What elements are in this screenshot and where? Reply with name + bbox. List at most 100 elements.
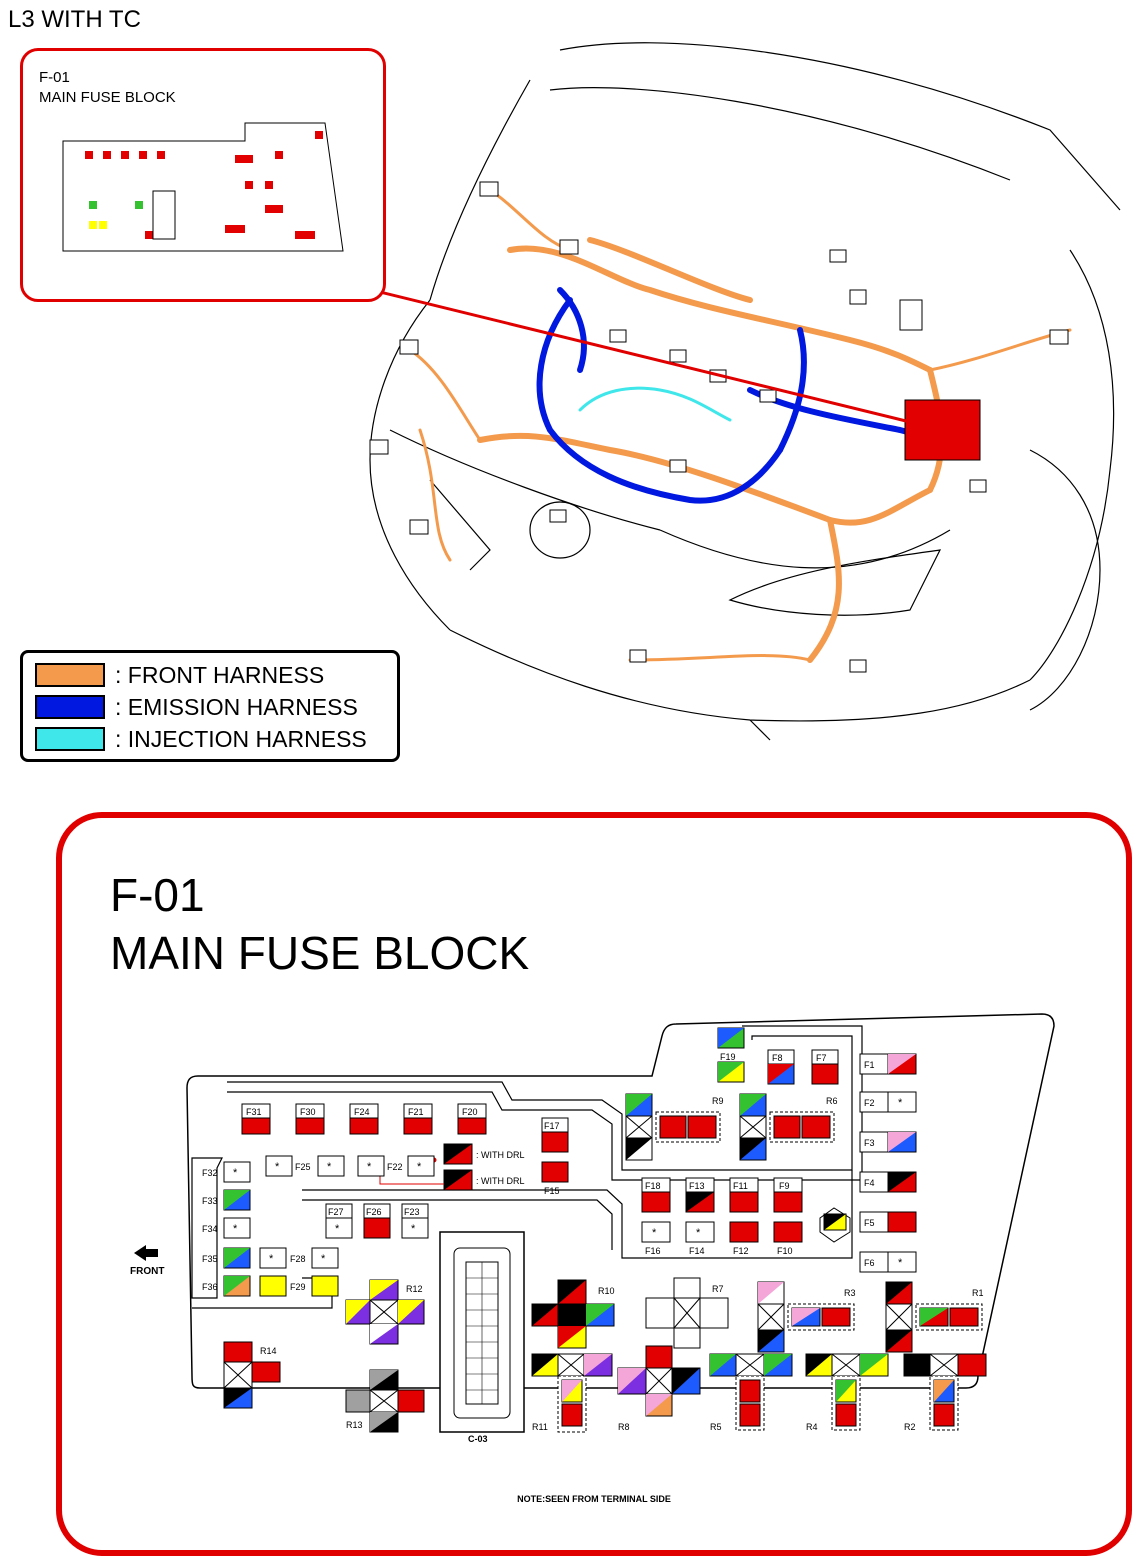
fuse-f27-label: F27 (328, 1207, 344, 1217)
main-fuse-block-detail-panel: F-01 MAIN FUSE BLOCK FRONT F31 F30 (56, 812, 1132, 1556)
fuse-f14-label: F14 (689, 1246, 705, 1256)
fuse-f10-label: F10 (777, 1246, 793, 1256)
top-fuse-row: F31 F30 F24 F21 F20 (241, 1103, 487, 1135)
middle-fuse-grid: F18 F13 F11 F9 *F16 *F14 F12 F10 (641, 1177, 851, 1256)
relay-r1: R1 (885, 1281, 984, 1353)
svg-text:*: * (411, 1223, 416, 1235)
fuse-f31-label: F31 (246, 1107, 262, 1117)
fuse-f22-label: F22 (387, 1162, 403, 1172)
fuse-f15-label: F15 (544, 1186, 560, 1196)
relay-r7-label: R7 (712, 1284, 724, 1294)
legend-swatch-injection (35, 727, 105, 751)
mid-left-fuse-row: * F25 * * F22 * (265, 1155, 435, 1177)
fuse-f32-label: F32 (202, 1168, 218, 1178)
fuse-f26-label: F26 (366, 1207, 382, 1217)
detail-code: F-01 (110, 869, 205, 921)
svg-text:*: * (898, 1097, 903, 1109)
relay-r10-label: R10 (598, 1286, 615, 1296)
fuse-f6-label: F6 (864, 1258, 875, 1268)
fuse-f35-label: F35 (202, 1254, 218, 1264)
relay-r2: R2 (903, 1353, 987, 1432)
detail-title: MAIN FUSE BLOCK (110, 927, 530, 979)
legend-item-front: : FRONT HARNESS (35, 661, 324, 689)
with-drl-label-2: : WITH DRL (476, 1176, 525, 1186)
fuse-f30-label: F30 (300, 1107, 316, 1117)
fuse-f25-label: F25 (295, 1162, 311, 1172)
front-arrow-icon (134, 1245, 158, 1261)
lower-fuse-row: F27 * F26 F23 * (325, 1203, 429, 1239)
relay-r8: R8 (617, 1345, 701, 1432)
relay-r9-label: R9 (712, 1096, 724, 1106)
fuse-block-outline (186, 1013, 1055, 1389)
harness-legend: : FRONT HARNESS : EMISSION HARNESS : INJ… (20, 650, 400, 762)
fuse-f13-label: F13 (689, 1181, 705, 1191)
relay-r9: R9 (625, 1093, 724, 1161)
connector-c03: C-03 (439, 1231, 525, 1444)
relay-r1-label: R1 (972, 1288, 984, 1298)
legend-item-emission: : EMISSION HARNESS (35, 693, 358, 721)
legend-label-injection: : INJECTION HARNESS (115, 725, 367, 752)
fuse-f9-label: F9 (779, 1181, 790, 1191)
fuse-f7-label: F7 (816, 1053, 827, 1063)
relay-r5-label: R5 (710, 1422, 722, 1432)
upper-fuse-group: F19 F8 F7 (717, 1027, 839, 1085)
svg-text:*: * (417, 1161, 422, 1173)
fuse-f2-label: F2 (864, 1098, 875, 1108)
overview-code: F-01 (39, 69, 70, 86)
fuse-f33-label: F33 (202, 1196, 218, 1206)
terminal-side-note: NOTE:SEEN FROM TERMINAL SIDE (517, 1494, 671, 1504)
connector-c03-label: C-03 (468, 1434, 488, 1444)
svg-text:*: * (696, 1227, 701, 1239)
fuse-f19-label: F19 (720, 1052, 736, 1062)
svg-text:*: * (269, 1253, 274, 1265)
relay-r14-label: R14 (260, 1346, 277, 1356)
right-fuse-column: F1 F2* F3 F4 F5 F6* (859, 1053, 917, 1273)
front-label: FRONT (130, 1266, 164, 1277)
legend-swatch-emission (35, 695, 105, 719)
fuse-f8-label: F8 (772, 1053, 783, 1063)
fuse-f23-label: F23 (404, 1207, 420, 1217)
svg-text:*: * (327, 1161, 332, 1173)
relay-r4: R4 (805, 1353, 889, 1432)
relay-r6-label: R6 (826, 1096, 838, 1106)
relay-r11: R11 (531, 1353, 613, 1433)
fuse-f16-label: F16 (645, 1246, 661, 1256)
relay-r11-label: R11 (532, 1422, 548, 1432)
fuse-f1-label: F1 (864, 1060, 875, 1070)
relay-r3: R3 (757, 1281, 856, 1353)
fuse-f34-label: F34 (202, 1224, 218, 1234)
page-title: L3 WITH TC (8, 6, 141, 33)
fuse-f11-label: F11 (733, 1181, 748, 1191)
fuse-f29-label: F29 (290, 1282, 306, 1292)
fuse-f20-label: F20 (462, 1107, 478, 1117)
svg-text:*: * (335, 1223, 340, 1235)
fuse-block-diagram: FRONT F31 F30 F24 F21 F20 (130, 1013, 1055, 1444)
relay-r12-label: R12 (406, 1284, 423, 1294)
svg-text:*: * (233, 1223, 238, 1235)
with-drl-label-1: : WITH DRL (476, 1150, 525, 1160)
fuse-block-overview-panel: F-01 MAIN FUSE BLOCK (20, 48, 386, 302)
legend-label-emission: : EMISSION HARNESS (115, 693, 358, 720)
relay-r5: R5 (709, 1353, 793, 1432)
fuse-f21-label: F21 (408, 1107, 424, 1117)
svg-text:*: * (898, 1257, 903, 1269)
legend-label-front: : FRONT HARNESS (115, 661, 325, 688)
svg-text:*: * (321, 1253, 326, 1265)
overview-title: MAIN FUSE BLOCK (39, 89, 176, 106)
fuse-f12-label: F12 (733, 1246, 749, 1256)
fuse-f24-label: F24 (354, 1107, 370, 1117)
fuse-f5-label: F5 (864, 1218, 875, 1228)
svg-text:*: * (367, 1161, 372, 1173)
relay-r13-label: R13 (346, 1420, 363, 1430)
relay-r10: R10 (531, 1279, 615, 1349)
relay-r4-label: R4 (806, 1422, 818, 1432)
legend-item-injection: : INJECTION HARNESS (35, 725, 367, 753)
fuse-f36-label: F36 (202, 1282, 218, 1292)
relay-r6: R6 (739, 1093, 838, 1161)
fuse-f18-label: F18 (645, 1181, 661, 1191)
fuse-block-thumbnail (62, 122, 344, 252)
left-fuse-column: F32 * F33 F34 * F35 F36 * F28 * F29 (202, 1161, 339, 1297)
fuse-f3-label: F3 (864, 1138, 875, 1148)
relay-r3-label: R3 (844, 1288, 856, 1298)
relay-r13: R13 (345, 1369, 425, 1433)
